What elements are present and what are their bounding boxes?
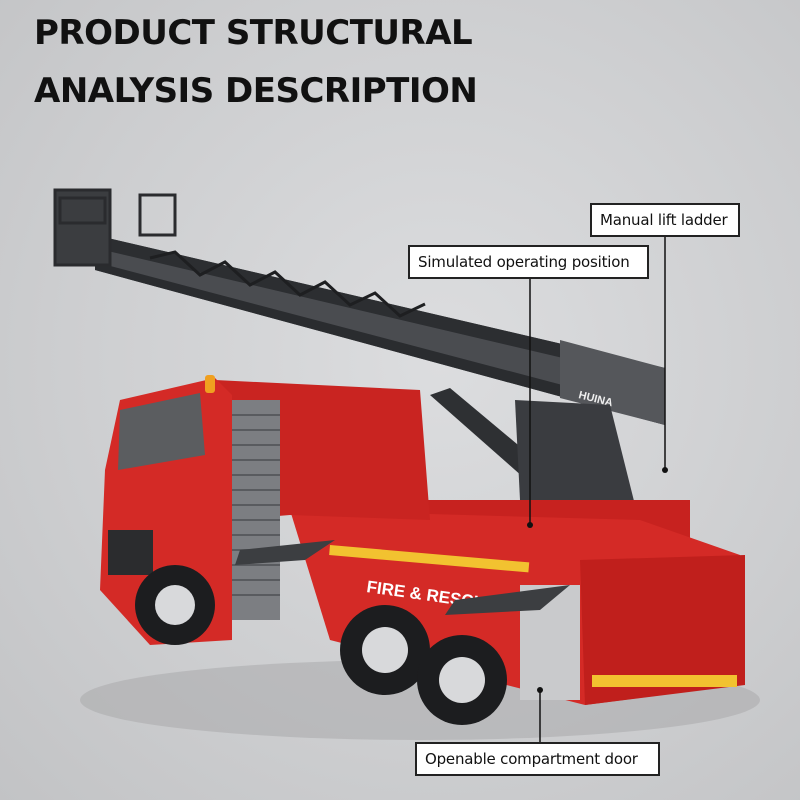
wheels [135, 565, 507, 725]
ladder-basket [53, 188, 177, 267]
heading-line-1: PRODUCT STRUCTURAL [34, 13, 473, 53]
side-step [235, 540, 335, 565]
roller-shutter [232, 400, 280, 620]
callout-openable-compartment-door: Openable compartment door [415, 742, 660, 776]
heading-line-2: ANALYSIS DESCRIPTION [34, 71, 478, 111]
callout-simulated-operating-position: Simulated operating position [408, 245, 649, 279]
callout-manual-lift-ladder: Manual lift ladder [590, 203, 740, 237]
callout-leader-lines [529, 237, 666, 742]
ladder-boom: HUINA [95, 235, 665, 425]
rear-step [445, 585, 570, 615]
